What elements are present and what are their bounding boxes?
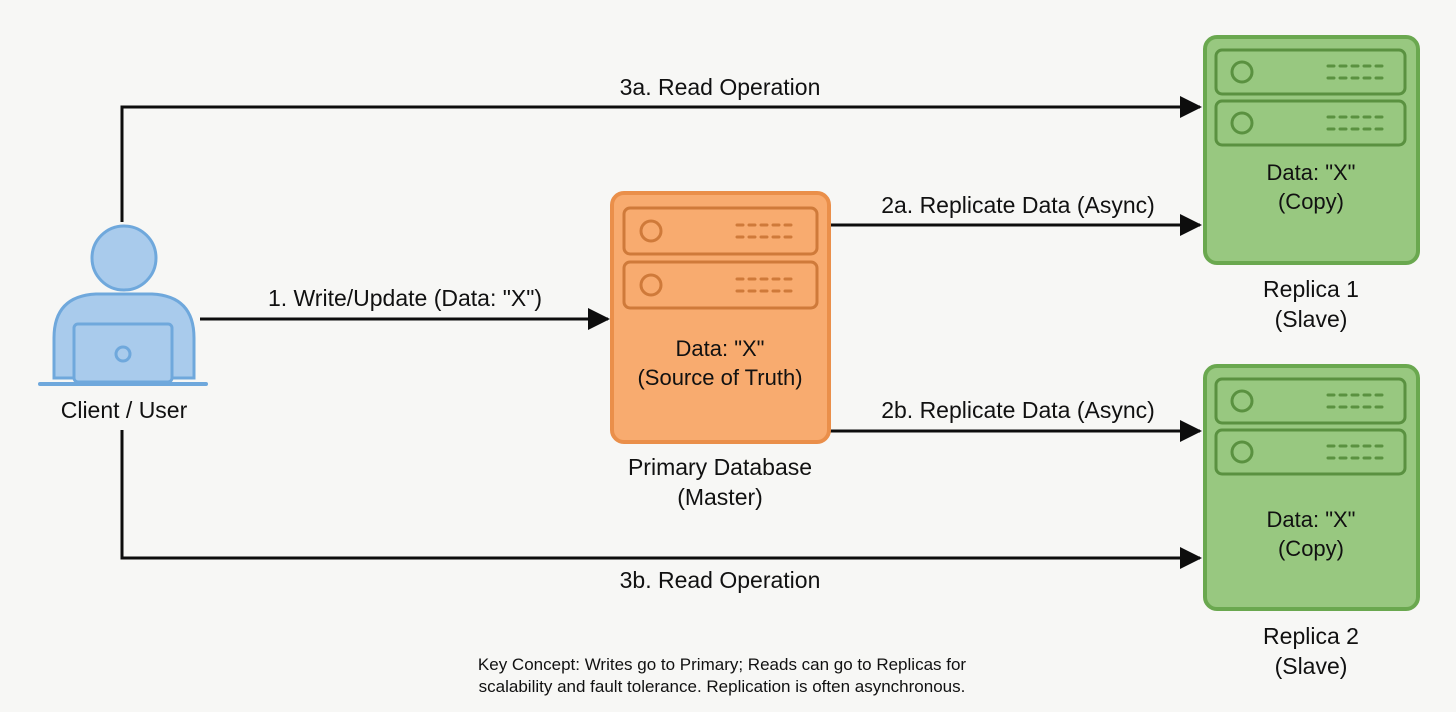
replica-1-role-line: (Copy) [1278,189,1344,214]
primary-title: Primary Database [628,454,812,480]
replica-1-subtitle: (Slave) [1275,306,1348,332]
replica-2-server-box [1203,364,1420,611]
read-b-arrow [120,430,1202,569]
primary-role-line: (Source of Truth) [637,365,802,390]
primary-subtitle: (Master) [677,484,763,510]
server-rack-icon [1214,48,1407,147]
read-a-arrow [120,96,1202,222]
client-label: Client / User [61,397,188,423]
server-rack-icon [622,206,819,310]
replica-1-title: Replica 1 [1263,276,1359,302]
user-laptop-icon [38,224,208,386]
replicate-a-label: 2a. Replicate Data (Async) [881,192,1155,218]
primary-database-node: Data: "X" (Source of Truth) Primary Data… [610,191,831,510]
note-line-2: scalability and fault tolerance. Replica… [479,677,966,696]
replicate-b-label: 2b. Replicate Data (Async) [881,397,1155,423]
key-concept-note: Key Concept: Writes go to Primary; Reads… [478,655,967,696]
replica-2-node: Data: "X" (Copy) Replica 2 (Slave) [1203,364,1420,679]
server-rack-icon [1214,377,1407,476]
replica-2-subtitle: (Slave) [1275,653,1348,679]
write-label: 1. Write/Update (Data: "X") [268,285,542,311]
primary-data-line: Data: "X" [676,336,765,361]
note-line-1: Key Concept: Writes go to Primary; Reads… [478,655,967,674]
replica-1-data-line: Data: "X" [1267,160,1356,185]
replica-2-role-line: (Copy) [1278,536,1344,561]
read-b-label: 3b. Read Operation [620,567,821,593]
read-a-label: 3a. Read Operation [620,74,821,100]
replica-1-node: Data: "X" (Copy) Replica 1 (Slave) [1203,35,1420,332]
replica-2-data-line: Data: "X" [1267,507,1356,532]
client-node: Client / User [38,224,208,423]
replica-2-title: Replica 2 [1263,623,1359,649]
